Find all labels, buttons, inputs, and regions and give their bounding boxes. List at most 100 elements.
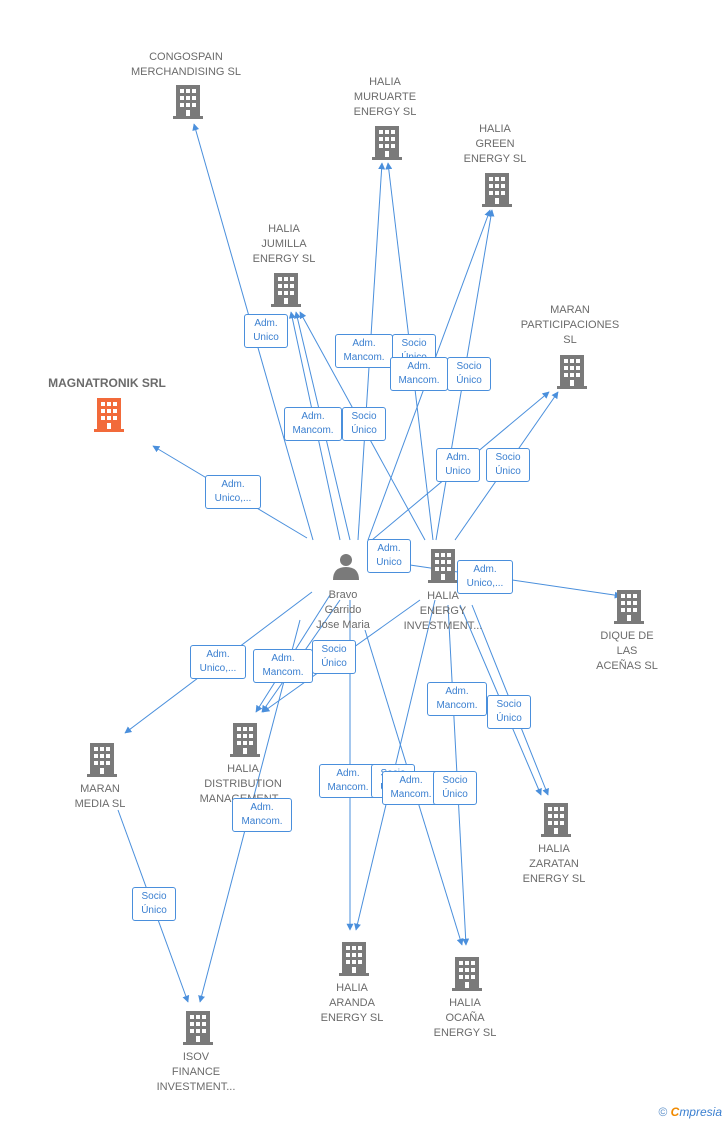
node-label-line: Jose Maria [316, 619, 370, 631]
node-label-line: ENERGY SL [353, 106, 417, 118]
relation-label[interactable]: Adm. Unico,... [457, 560, 513, 594]
relation-label[interactable]: Adm.Mancom. [382, 771, 440, 805]
relation-label-line: Adm. [271, 653, 295, 664]
building-icon[interactable] [271, 273, 301, 307]
node-label-line: FINANCE [171, 1066, 221, 1078]
relation-label[interactable]: Adm. Unico,... [190, 645, 246, 679]
building-icon[interactable] [482, 173, 512, 207]
node-label-line: Bravo [328, 589, 358, 601]
node-label-line: ENERGY SL [252, 253, 316, 265]
relation-label-line: Socio [401, 338, 427, 349]
copyright-icon: © [658, 1105, 668, 1119]
relation-label-line: Adm. [352, 338, 376, 349]
node-label-line: Garrido [324, 604, 362, 616]
relation-label-line: Único [141, 905, 167, 916]
node-label-magnatronik[interactable]: MAGNATRONIK SRL [27, 376, 187, 391]
relation-label-line: Unico,... [466, 578, 504, 589]
relation-label[interactable]: Adm.Unico [244, 314, 288, 348]
building-icon[interactable] [173, 85, 203, 119]
node-label-line: INVESTMENT... [403, 620, 483, 632]
relation-label-line: Único [321, 658, 347, 669]
relation-label[interactable]: Adm.Unico,... [205, 475, 261, 509]
relation-label-line: Unico,... [199, 663, 237, 674]
building-icon[interactable] [614, 590, 644, 624]
building-icon[interactable] [557, 355, 587, 389]
building-icon[interactable] [230, 723, 260, 757]
relation-label[interactable]: Adm. Unico [367, 539, 411, 573]
relation-label-line: Mancom. [292, 425, 334, 436]
node-label-line: HALIA [227, 763, 259, 775]
relation-label[interactable]: Adm. Mancom. [390, 357, 448, 391]
relation-label-line: Único [442, 789, 468, 800]
relation-label-line: Unico [376, 557, 402, 568]
relation-label-line: Adm. [221, 479, 245, 490]
node-label-halia-distribution[interactable]: HALIADISTRIBUTIONMANAGEMENT... [183, 762, 303, 807]
relation-label[interactable]: Adm.Mancom. [253, 649, 313, 683]
relation-label-line: Adm. [336, 768, 360, 779]
node-label-line: ARANDA [329, 997, 375, 1009]
node-label-line: HALIA [268, 223, 300, 235]
relation-label-line: Adm. [473, 564, 497, 575]
building-icon[interactable] [452, 957, 482, 991]
icons-layer [87, 85, 644, 1045]
node-label-line: DIQUE DE [600, 630, 654, 642]
relation-label-line: Adm. [206, 649, 230, 660]
relation-label-line: Adm. [254, 318, 278, 329]
node-label-line: MERCHANDISING SL [130, 66, 242, 78]
relation-label-line: Mancom. [241, 816, 283, 827]
node-label-line: PARTICIPACIONES [520, 319, 620, 331]
relation-label-line: Socio [495, 452, 521, 463]
building-icon[interactable] [372, 126, 402, 160]
relation-label[interactable]: Adm.Mancom. [335, 334, 393, 368]
highlighted-building-icon[interactable] [94, 398, 124, 432]
building-icon[interactable] [183, 1011, 213, 1045]
relation-label-line: Mancom. [398, 375, 440, 386]
relation-label[interactable]: Adm. Unico [436, 448, 480, 482]
relation-label-line: Adm. [250, 802, 274, 813]
relation-label-line: Único [456, 375, 482, 386]
relation-label[interactable]: Adm.Mancom. [427, 682, 487, 716]
node-label-line: HALIA [479, 123, 511, 135]
relation-label[interactable]: Adm.Mancom. [319, 764, 377, 798]
relation-label-line: Adm. [446, 452, 470, 463]
relation-label[interactable]: Adm. Mancom. [232, 798, 292, 832]
relation-label-line: Adm. [407, 361, 431, 372]
relation-label-line: Unico [445, 466, 471, 477]
building-icon[interactable] [339, 942, 369, 976]
building-icon[interactable] [87, 743, 117, 777]
building-icon[interactable] [428, 549, 458, 583]
relation-label-line: Único [495, 466, 521, 477]
node-label-line: MARAN [550, 304, 590, 316]
building-icon[interactable] [541, 803, 571, 837]
node-label-line: HALIA [449, 997, 481, 1009]
relation-label-line: Adm. [377, 543, 401, 554]
brand-footer[interactable]: © Cmpresia [658, 1105, 722, 1119]
relation-label[interactable]: Adm.Mancom. [284, 407, 342, 441]
person-icon[interactable] [333, 554, 359, 580]
node-label-line: LAS [616, 645, 638, 657]
node-label-line: HALIA [336, 982, 368, 994]
relation-label-line: Único [496, 713, 522, 724]
node-label-line: ENERGY SL [433, 1027, 497, 1039]
